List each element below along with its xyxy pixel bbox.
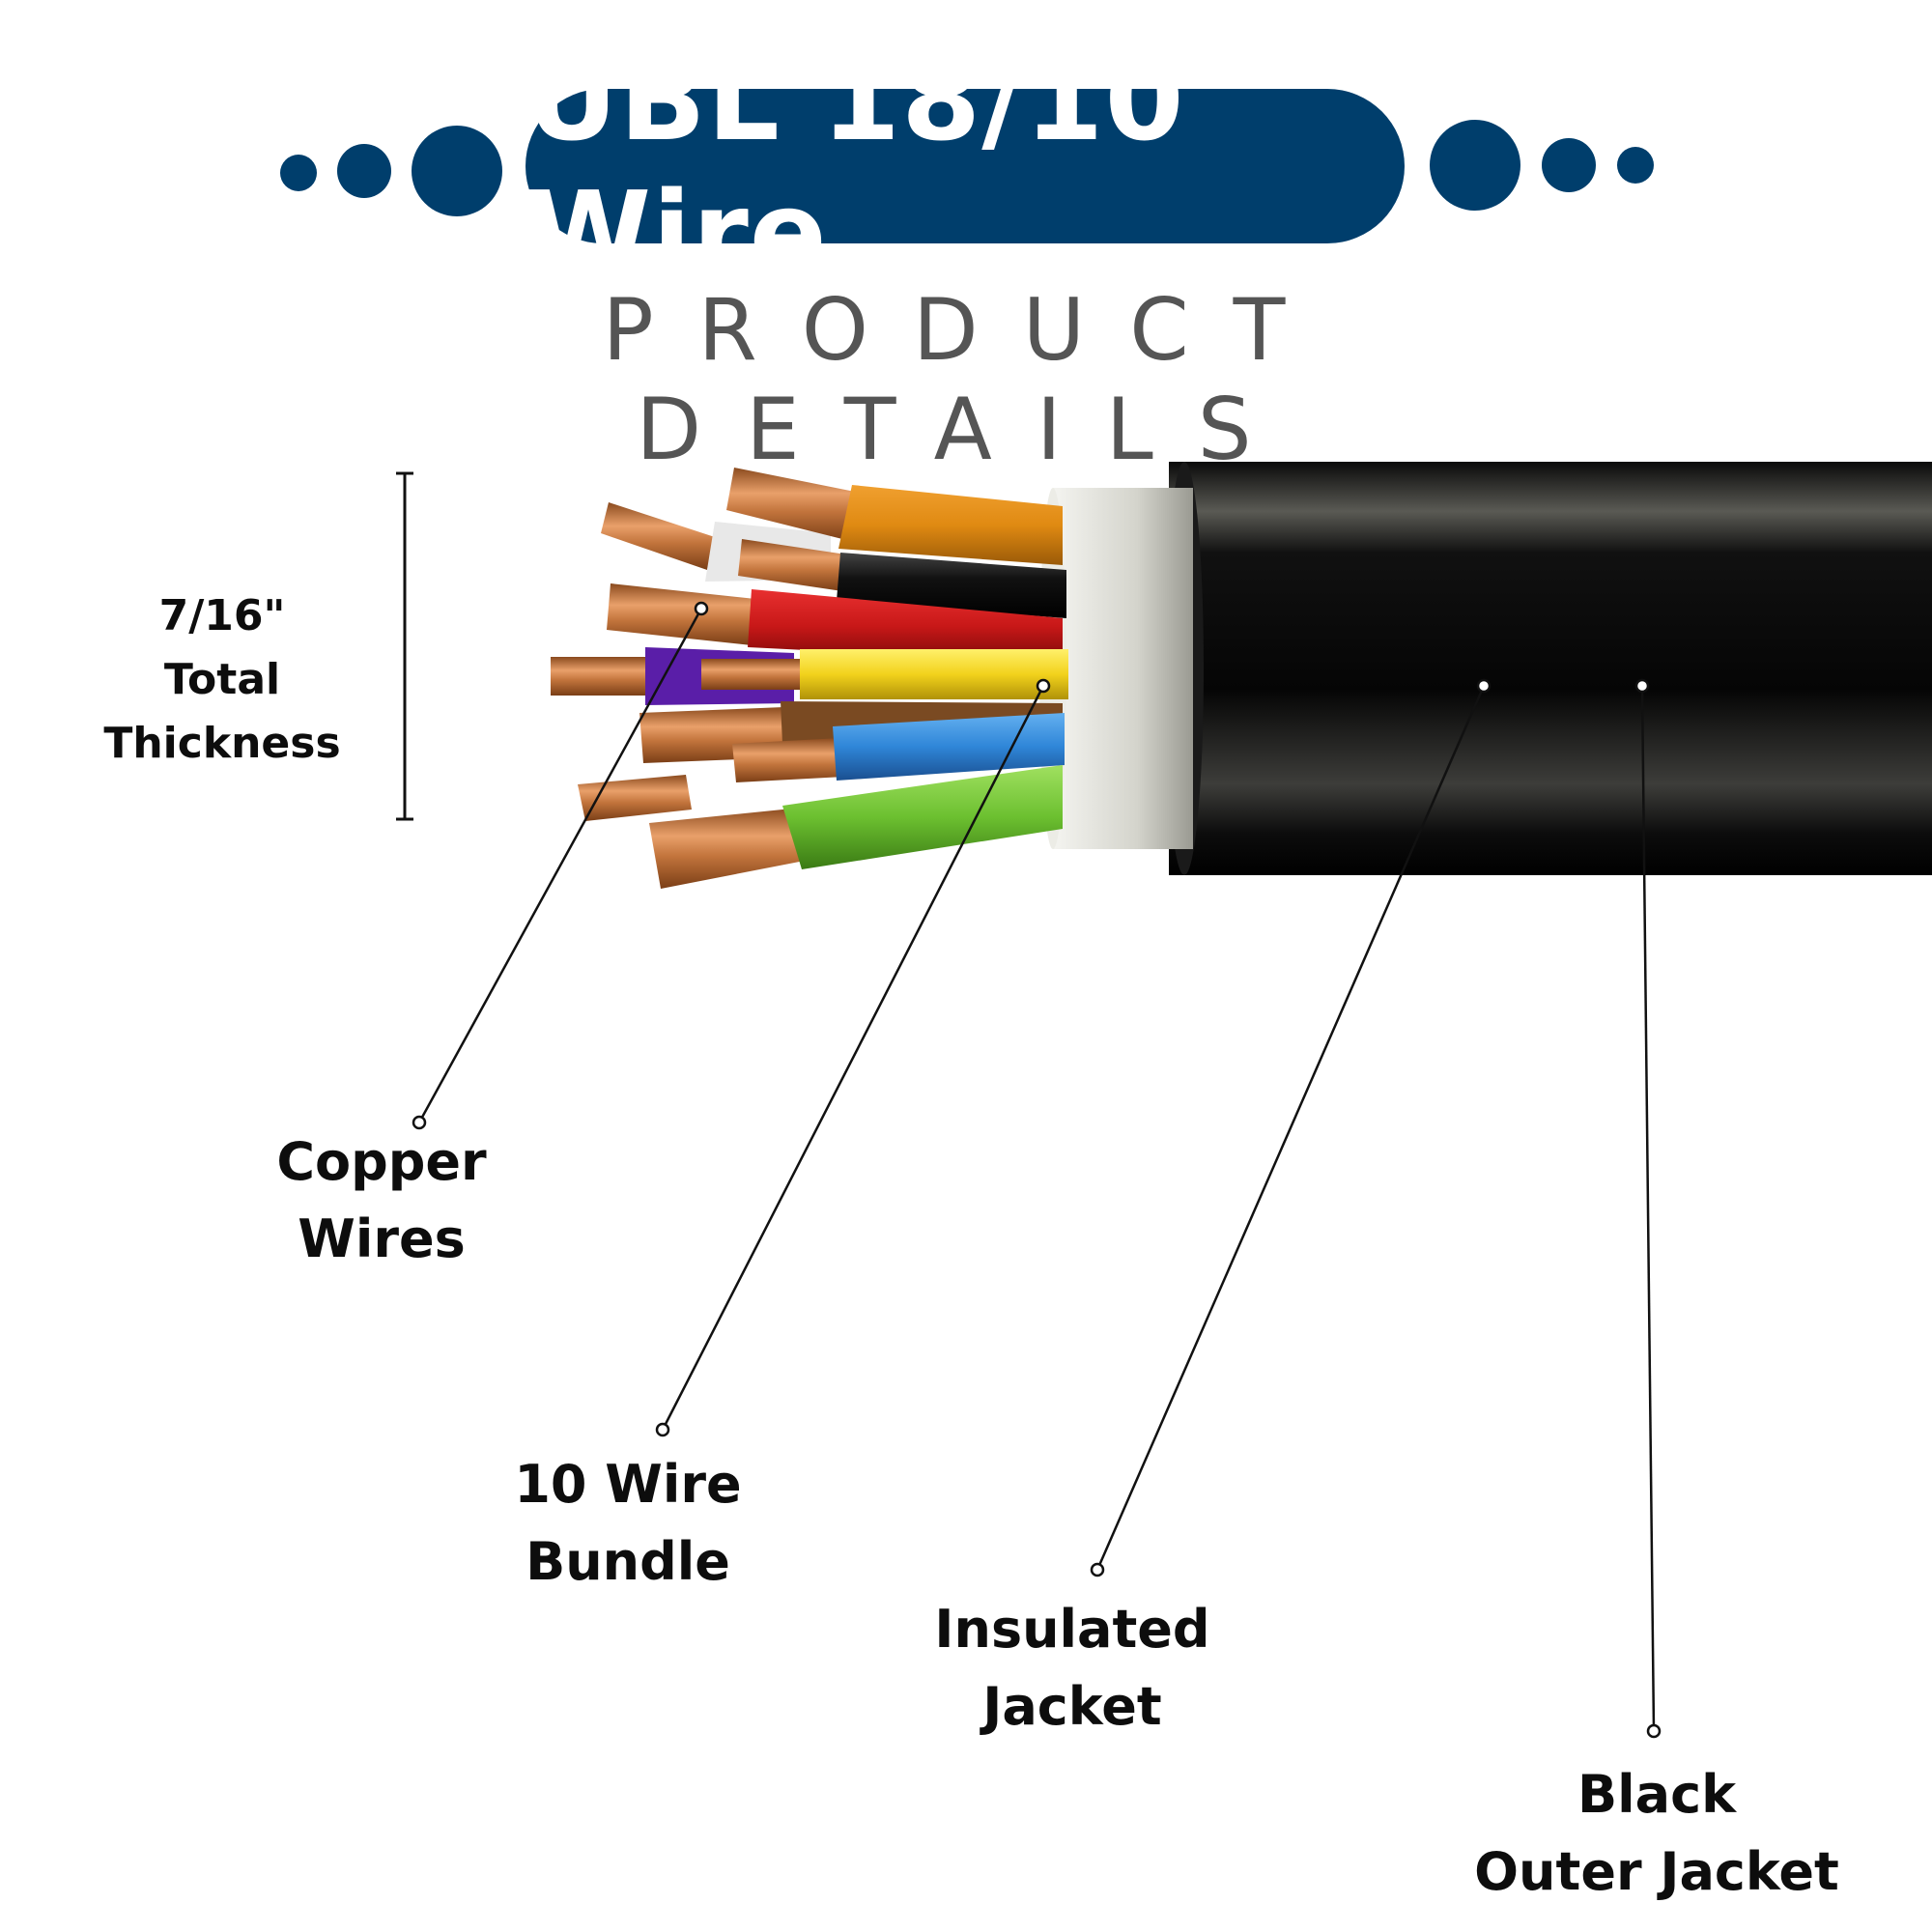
copper-label-line1: Copper [276, 1131, 487, 1192]
copper-strand [601, 502, 715, 570]
leader-copper-wires [417, 608, 703, 1123]
decor-dot-right-medium [1542, 138, 1596, 192]
thickness-dimension-line [396, 471, 413, 821]
bundle-label-line2: Bundle [526, 1531, 730, 1592]
decor-dot-left-large [412, 126, 502, 216]
leader-wire-bundle [661, 685, 1045, 1431]
insulated-label-line2: Jacket [982, 1676, 1162, 1737]
wire-yellow [800, 649, 1068, 699]
decor-dot-left-small [280, 155, 317, 191]
title-banner: UBL 18/10 Wire [526, 33, 1405, 299]
wire-orange [838, 485, 1063, 565]
outer-jacket-label: Black Outer Jacket [1439, 1756, 1874, 1911]
copper-strand [551, 657, 649, 696]
leader-insulated-jacket [1095, 685, 1486, 1571]
copper-strand [738, 539, 846, 591]
wire-black [837, 553, 1066, 618]
page-title: UBL 18/10 Wire [526, 33, 1185, 299]
outer-label-line2: Outer Jacket [1474, 1841, 1839, 1902]
callout-leaders [412, 601, 1662, 1739]
copper-strand [607, 583, 755, 645]
insulated-jacket-label: Insulated Jacket [908, 1591, 1236, 1746]
wire-red [748, 589, 1063, 663]
thickness-caption: Total Thickness [103, 655, 341, 768]
wire-blue [833, 713, 1065, 781]
insulated-label-line1: Insulated [934, 1599, 1210, 1660]
wire-bundle [551, 468, 1068, 889]
copper-strand [732, 738, 844, 782]
wire-bundle-label: 10 Wire Bundle [473, 1446, 782, 1601]
copper-strand [649, 808, 810, 889]
copper-strand [701, 659, 804, 690]
wire-green [782, 765, 1063, 869]
leader-outer-jacket [1640, 685, 1656, 1732]
page-subtitle: PRODUCT DETAILS [602, 280, 1330, 479]
copper-label-line2: Wires [298, 1208, 466, 1269]
decor-dot-right-large [1430, 120, 1520, 211]
thickness-label: 7/16" Total Thickness [39, 584, 406, 776]
thickness-value: 7/16" [158, 591, 286, 640]
copper-strand [726, 468, 860, 541]
copper-wires-label: Copper Wires [232, 1123, 531, 1278]
black-outer-jacket [1165, 462, 1932, 875]
outer-label-line1: Black [1577, 1764, 1737, 1825]
decor-dot-left-medium [337, 144, 391, 198]
copper-strand [578, 775, 692, 821]
decor-dot-right-small [1617, 147, 1654, 184]
bundle-label-line1: 10 Wire [514, 1454, 742, 1515]
